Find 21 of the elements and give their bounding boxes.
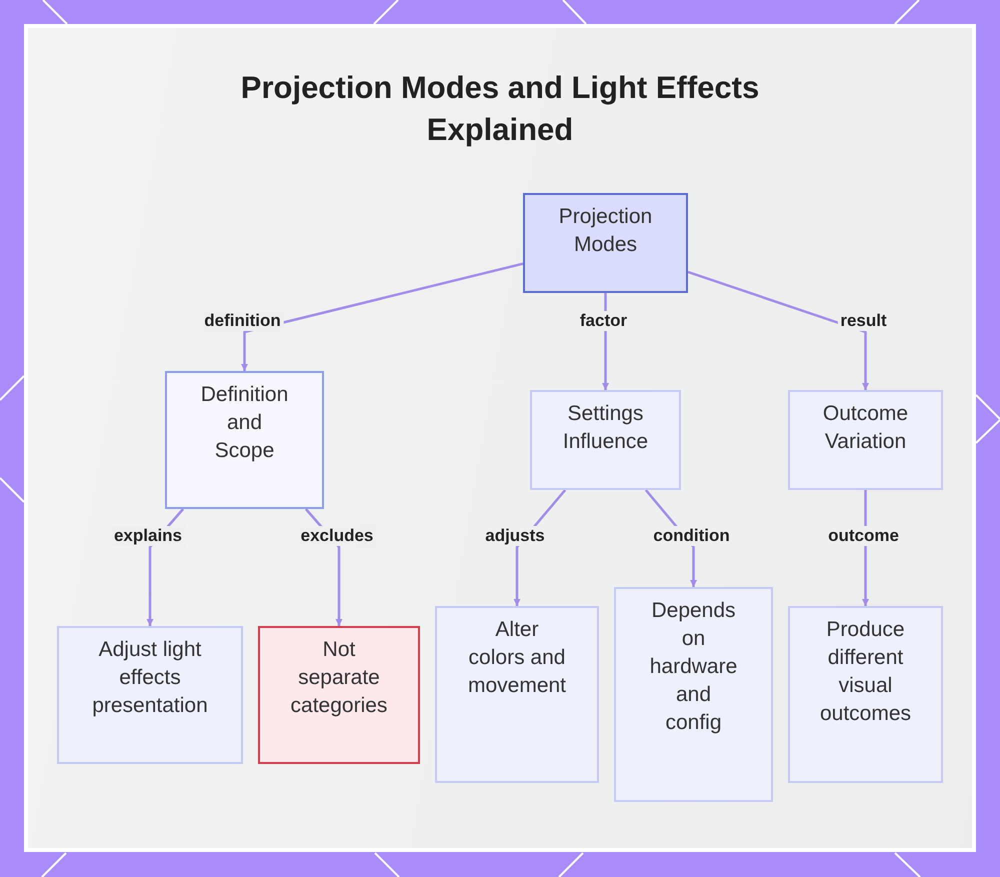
diagram-title: Projection Modes and Light Effects Explained: [240, 69, 760, 149]
concept-box: [57, 626, 243, 764]
concept-box: [788, 606, 943, 783]
box-label: Outcome Variation: [822, 401, 910, 455]
concept-box: [258, 626, 420, 764]
concept-box: [523, 193, 688, 293]
box-label: Settings Influence: [562, 401, 650, 455]
concept-box: [530, 390, 681, 490]
box-label: Alter colors and movement: [466, 617, 568, 699]
arrow: [241, 262, 524, 371]
box-label: Not separate categories: [290, 637, 388, 719]
box-label: Adjust light effects presentation: [91, 637, 209, 719]
concept-box: [614, 587, 773, 802]
concept-box: [435, 606, 599, 783]
concept-box: [788, 390, 943, 490]
box-label: Projection Modes: [558, 204, 654, 258]
box-label: Produce different visual outcomes: [818, 617, 912, 727]
concept-box: [165, 371, 324, 509]
box-label: Definition and Scope: [200, 382, 290, 464]
arrow: [688, 270, 869, 390]
box-label: Depends on hardware and config: [648, 598, 738, 736]
